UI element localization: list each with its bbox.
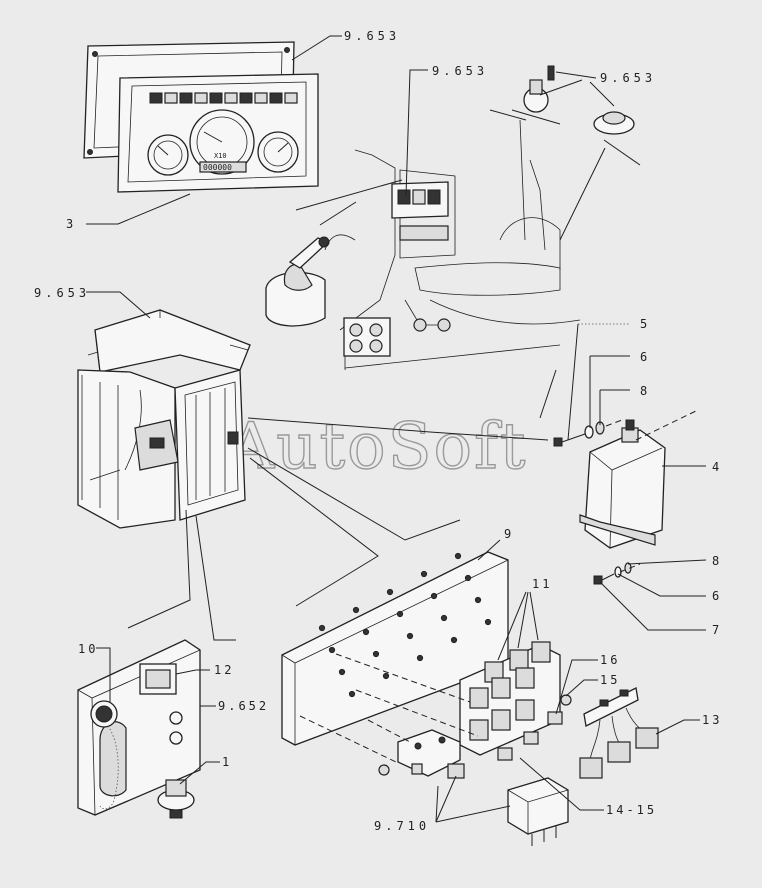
callout-1: 1: [222, 755, 229, 769]
plate-hole: [386, 588, 394, 596]
plate-hole: [318, 624, 326, 632]
callout-6-bottom: 6: [712, 589, 719, 603]
fuse-holder-cap: [560, 694, 572, 706]
callout-15: 15: [600, 673, 620, 687]
screw-top: [553, 433, 586, 447]
warning-lamp-row: [149, 92, 298, 104]
callout-6-top: 6: [640, 350, 647, 364]
callout-8-top: 8: [640, 384, 647, 398]
plate-hole: [464, 574, 472, 582]
ignition-switch-knob: [593, 111, 635, 135]
cab-assembly: [77, 309, 251, 529]
diode-terminal-block: [378, 729, 465, 779]
callout-9653-cab: 9.653: [34, 286, 90, 300]
callout-9710: 9.710: [374, 819, 430, 833]
connector-clip: [447, 763, 465, 779]
plate-hole: [348, 690, 356, 698]
plate-hole: [328, 646, 336, 654]
plate-hole: [382, 672, 390, 680]
callout-16: 16: [600, 653, 620, 667]
screw-bottom: [593, 573, 615, 585]
relay: [507, 777, 569, 846]
callout-4: 4: [712, 460, 719, 474]
washer-top: [584, 425, 594, 439]
callout-9653-cab-interior: 9.653: [432, 64, 488, 78]
plate-hole: [406, 632, 414, 640]
callout-8-bottom: 8: [712, 554, 719, 568]
callout-11: 11: [532, 577, 552, 591]
socket-panel: [77, 639, 201, 816]
callout-7: 7: [712, 623, 719, 637]
watermark: AutoSoft: [227, 410, 527, 484]
plate-hole: [474, 596, 482, 604]
plate-hole: [396, 610, 404, 618]
callout-9653-switches: 9.653: [600, 71, 656, 85]
fuse: [523, 731, 539, 745]
callout-labels: 9.653 9.653 9.653 3 9.653 5 6 8 4 9 8 6 …: [34, 29, 722, 833]
plate-hole: [338, 668, 346, 676]
relay-module-block: [459, 641, 561, 756]
plate-hole: [430, 592, 438, 600]
plate-hole: [484, 618, 492, 626]
callout-9: 9: [504, 527, 511, 541]
plate-hole: [440, 614, 448, 622]
tachometer-unit: X10: [214, 152, 227, 160]
callout-9652: 9.652: [218, 699, 269, 713]
fuse: [547, 711, 563, 725]
callout-12: 12: [214, 663, 234, 677]
plate-hole: [450, 636, 458, 644]
callout-10: 10: [78, 642, 98, 656]
hour-meter: [199, 161, 247, 173]
instrument-cluster: X10 000000: [117, 73, 319, 193]
plate-hole: [352, 606, 360, 614]
control-unit: [579, 419, 666, 549]
callout-9653-dash: 9.653: [344, 29, 400, 43]
hour-meter-digits: 000000: [203, 163, 232, 172]
callout-5: 5: [640, 317, 647, 331]
fuse: [497, 747, 513, 761]
fuse-holder-strip: [579, 687, 659, 779]
callout-14-15: 14-15: [606, 803, 657, 817]
horn-switch: [157, 779, 195, 819]
plate-hole: [362, 628, 370, 636]
plate-hole: [454, 552, 462, 560]
leader-lines: [86, 35, 707, 823]
plate-hole: [372, 650, 380, 658]
rotary-switch: [523, 65, 555, 113]
plate-hole: [416, 654, 424, 662]
callout-3: 3: [66, 217, 73, 231]
joystick-lever: [265, 236, 330, 327]
mounting-plate-holes: [318, 552, 492, 698]
plate-hole: [420, 570, 428, 578]
switch-block: [343, 317, 391, 357]
callout-13: 13: [702, 713, 722, 727]
